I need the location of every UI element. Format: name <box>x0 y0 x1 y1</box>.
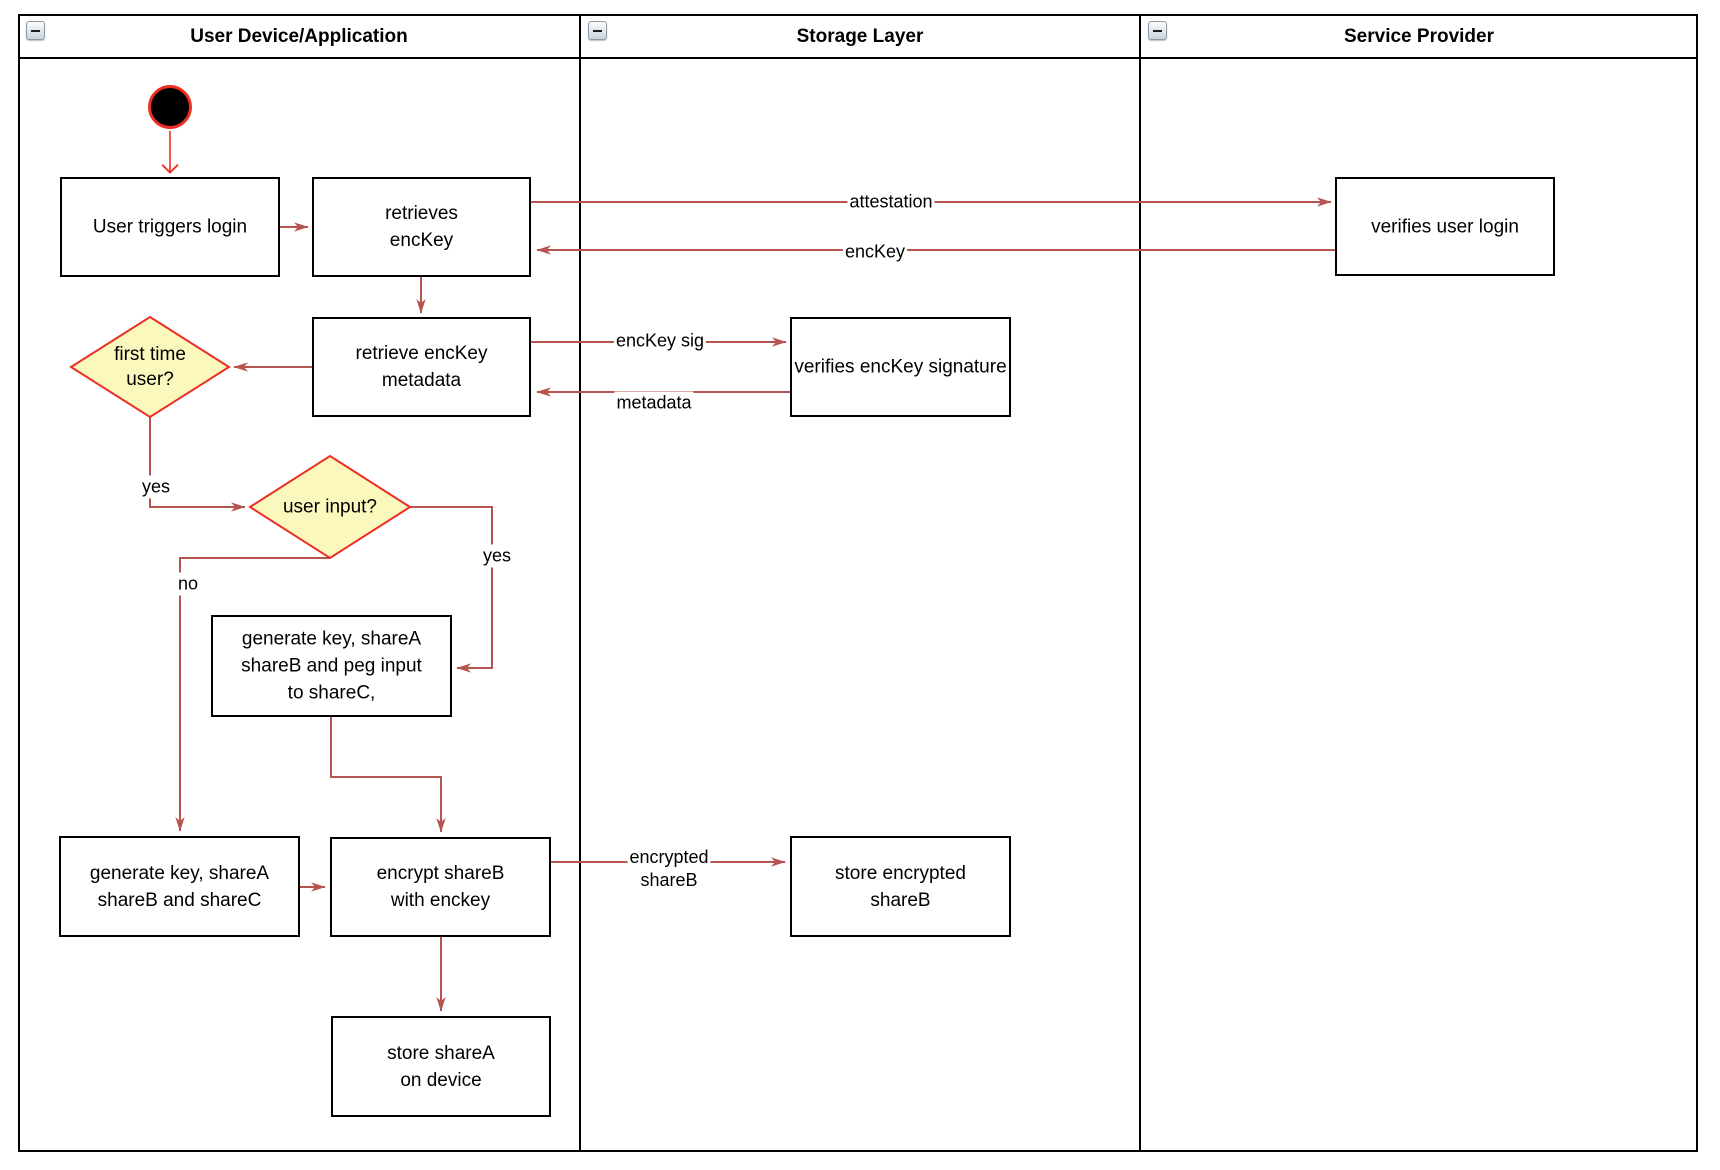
start-node[interactable] <box>148 85 192 129</box>
minus-icon <box>1153 29 1162 32</box>
edge-peg-to-encrypt <box>330 717 446 833</box>
edge-userinput-yes <box>410 506 493 673</box>
node-label: store encrypted shareB <box>835 862 966 911</box>
lane-header-divider <box>18 57 1698 59</box>
edge-label-yes-user-input: yes <box>480 544 514 568</box>
edge-label-enckey: encKey <box>842 240 908 264</box>
edge-userinput-no <box>175 557 330 832</box>
decision-label-first-time-user: first time user? <box>114 344 186 390</box>
node-store-encrypted-shareb[interactable]: store encrypted shareB <box>790 836 1011 937</box>
decision-user-input[interactable] <box>248 454 412 560</box>
edge-label-no-user-input: no <box>175 572 201 596</box>
lane-title: Storage Layer <box>796 25 924 47</box>
node-verifies-enckey-signature[interactable]: verifies encKey signature <box>790 317 1011 417</box>
lane-header-user-device[interactable]: User Device/Application <box>18 14 580 59</box>
node-label: encrypt shareB with enckey <box>376 863 505 911</box>
node-verifies-user-login[interactable]: verifies user login <box>1335 177 1555 276</box>
node-retrieve-enckey-metadata[interactable]: retrieve encKey metadata <box>312 317 531 417</box>
node-store-sharea-on-device[interactable]: store shareA on device <box>331 1016 551 1117</box>
edge-label-enckey-sig: encKey sig <box>613 329 707 353</box>
node-encrypt-shareb[interactable]: encrypt shareB with enckey <box>330 837 551 937</box>
collapse-icon[interactable] <box>1148 21 1167 40</box>
lane-header-service-provider[interactable]: Service Provider <box>1140 14 1698 59</box>
edge-label-metadata: metadata <box>614 391 694 415</box>
collapse-icon[interactable] <box>588 21 607 40</box>
edge-label-encrypted-shareb: encrypted shareB <box>627 846 711 892</box>
lane-header-storage-layer[interactable]: Storage Layer <box>580 14 1140 59</box>
edge-label-attestation: attestation <box>847 190 935 214</box>
lane-separator-1 <box>579 14 581 1152</box>
decision-label-user-input: user input? <box>282 496 378 518</box>
node-label: generate key, shareA shareB and peg inpu… <box>241 628 422 704</box>
node-label: verifies user login <box>1371 216 1519 237</box>
minus-icon <box>31 29 40 32</box>
lane-title: Service Provider <box>1344 25 1494 47</box>
node-label: retrieves encKey <box>385 203 458 251</box>
node-user-triggers-login[interactable]: User triggers login <box>60 177 280 277</box>
edge-firsttime-yes <box>149 417 246 512</box>
node-label: retrieve encKey metadata <box>355 343 488 391</box>
lane-separator-2 <box>1139 14 1141 1152</box>
node-generate-key-sharec[interactable]: generate key, shareA shareB and shareC <box>59 836 300 937</box>
collapse-icon[interactable] <box>26 21 45 40</box>
node-retrieves-enckey[interactable]: retrieves encKey <box>312 177 531 277</box>
swimlane-pool <box>18 14 1698 1152</box>
node-label: generate key, shareA shareB and shareC <box>89 862 270 911</box>
node-label: User triggers login <box>92 216 248 238</box>
lane-title: User Device/Application <box>190 25 408 47</box>
edge-label-yes-first-time: yes <box>139 475 173 499</box>
decision-first-time-user[interactable] <box>69 315 231 419</box>
node-generate-key-peg-input[interactable]: generate key, shareA shareB and peg inpu… <box>211 615 452 717</box>
node-label: store shareA on device <box>387 1042 495 1091</box>
node-label: verifies encKey signature <box>794 356 1007 378</box>
minus-icon <box>593 29 602 32</box>
